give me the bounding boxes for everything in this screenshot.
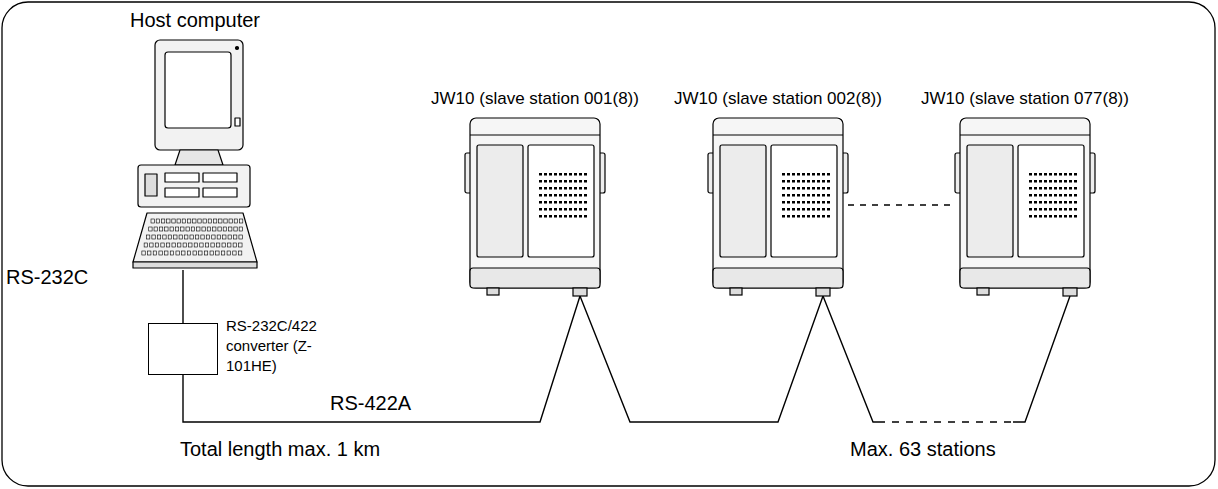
computer-icon	[125, 8, 265, 270]
node-label: JW10 (slave station 001(8))	[428, 88, 642, 110]
host-computer: Host computer	[115, 8, 275, 270]
terminal-foot	[816, 288, 830, 296]
note-label: Max. 63 stations	[850, 438, 996, 461]
node-label: RS-232C/422 converter (Z-101HE)	[226, 316, 351, 376]
node-label: Host computer	[115, 8, 275, 32]
dash-gap	[885, 420, 1013, 424]
plc-illustration	[465, 113, 605, 303]
plc-unit: JW10 (slave station 077(8))	[918, 88, 1132, 298]
cable-line	[823, 296, 1070, 422]
terminal-foot	[573, 288, 587, 296]
cable-line	[182, 270, 183, 323]
plc-unit: JW10 (slave station 001(8))	[428, 88, 642, 298]
note-label: Total length max. 1 km	[180, 438, 380, 461]
cable-line	[183, 296, 580, 422]
continuation-dash	[848, 204, 950, 205]
terminal-foot	[1063, 288, 1077, 296]
plc-illustration	[708, 113, 848, 303]
converter-body	[148, 323, 218, 375]
converter-box: RS-232C/422 converter (Z-101HE)	[148, 316, 358, 378]
node-label: JW10 (slave station 002(8))	[671, 88, 885, 110]
cable-line	[580, 296, 823, 422]
signal-label: RS-422A	[330, 392, 411, 415]
signal-label: RS-232C	[6, 266, 88, 289]
node-label: JW10 (slave station 077(8))	[918, 88, 1132, 110]
plc-unit: JW10 (slave station 002(8))	[671, 88, 885, 298]
plc-illustration	[955, 113, 1095, 303]
